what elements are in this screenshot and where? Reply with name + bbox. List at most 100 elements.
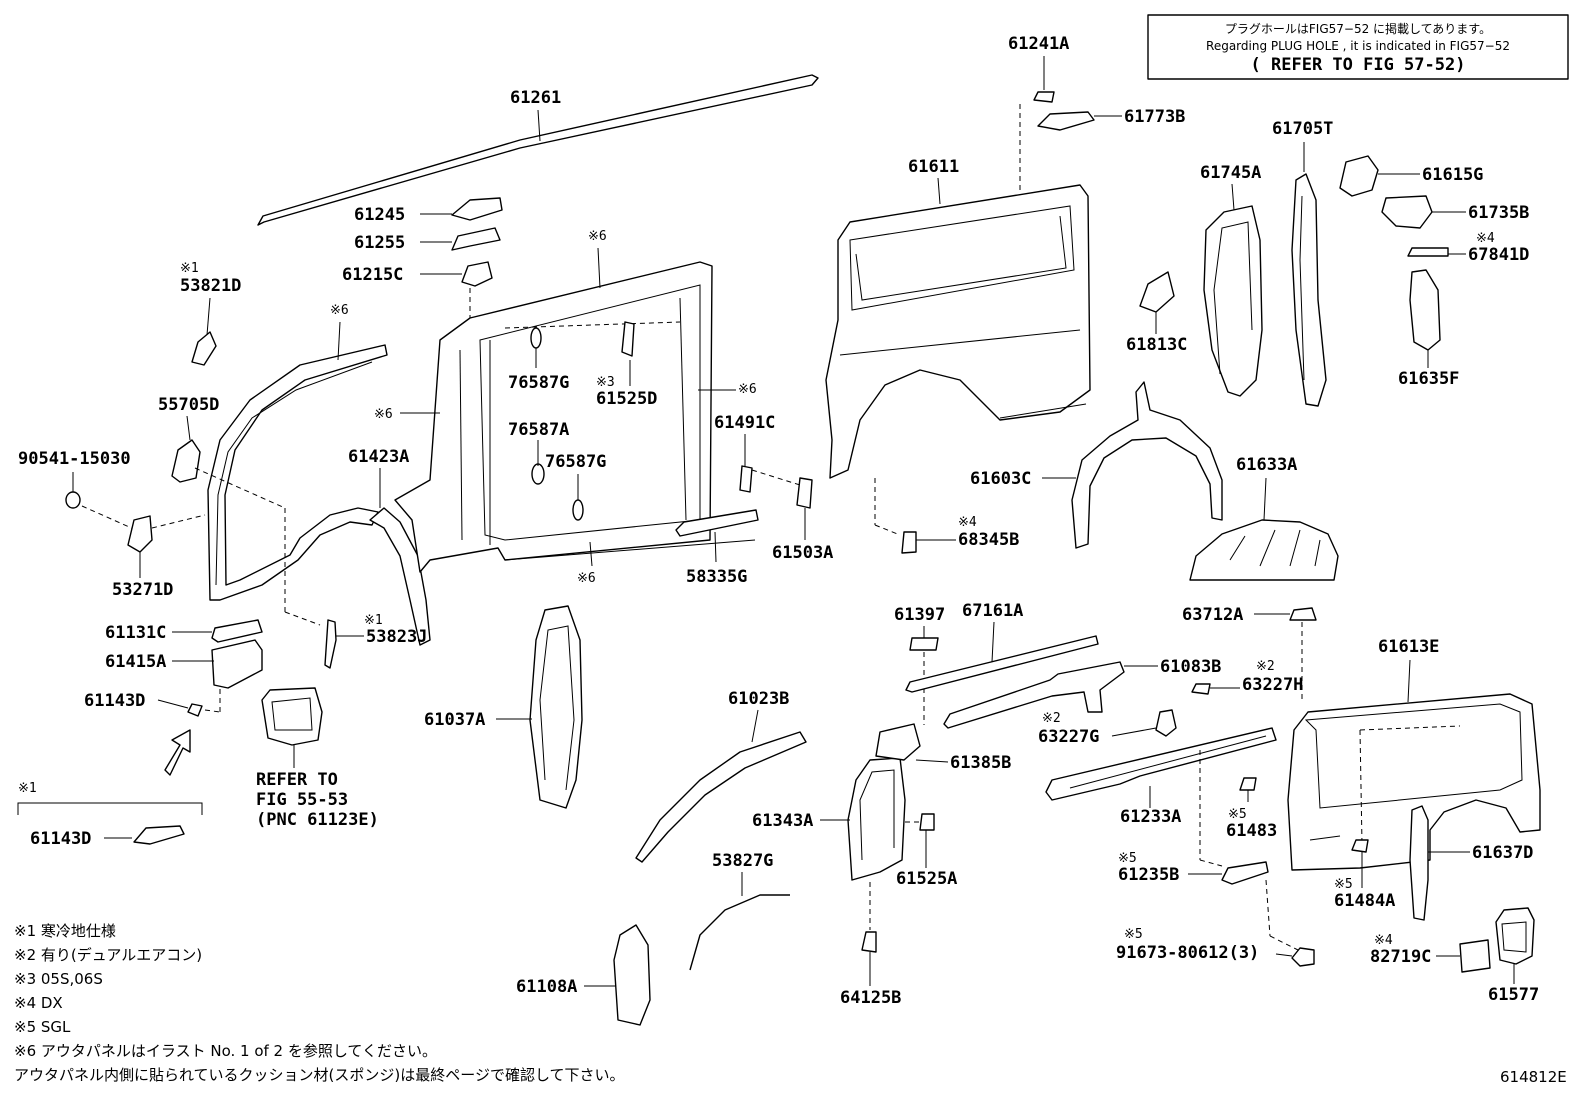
note-5: ※5 SGL xyxy=(14,1018,71,1036)
note-1: ※1 寒冷地仕様 xyxy=(14,922,116,940)
part-53823J-shape xyxy=(324,619,337,669)
part-61745A-shape xyxy=(1203,205,1263,397)
part-61735B-shape xyxy=(1381,195,1433,229)
label-61261: 61261 xyxy=(510,88,561,108)
part-53827G-shape xyxy=(689,894,790,971)
mark-side-bottom: ※6 xyxy=(577,571,596,586)
mark-side-left: ※6 xyxy=(374,407,393,422)
part-61813C-shape xyxy=(1139,271,1175,313)
part-76587A-shape xyxy=(531,463,545,485)
label-53827G: 53827G xyxy=(712,851,773,871)
label-61491C: 61491C xyxy=(714,413,775,433)
door-lock-assembly-shape xyxy=(261,687,323,746)
part-61637D-shape xyxy=(1409,805,1429,921)
mark-91673: ※5 xyxy=(1124,927,1143,942)
label-61037A: 61037A xyxy=(424,710,485,730)
label-61525D: 61525D xyxy=(596,389,657,409)
label-61255: 61255 xyxy=(354,233,405,253)
label-63712A: 63712A xyxy=(1182,605,1243,625)
callout-line2: Regarding PLUG HOLE , it is indicated in… xyxy=(1206,39,1510,53)
part-61235B-shape xyxy=(1221,861,1269,885)
part-61503A-shape xyxy=(796,477,813,509)
label-61745A: 61745A xyxy=(1200,163,1261,183)
part-61023B-shape xyxy=(635,731,807,863)
mark-front-pillar: ※6 xyxy=(330,303,349,318)
refer-line3: (PNC 61123E) xyxy=(256,810,379,830)
mark-side-top: ※6 xyxy=(588,229,607,244)
part-63712A-shape xyxy=(1289,607,1317,621)
label-55705D: 55705D xyxy=(158,395,219,415)
figure-id: 614812E xyxy=(1500,1068,1567,1086)
label-68345B: 68345B xyxy=(958,530,1019,550)
label-61611: 61611 xyxy=(908,157,959,177)
label-61773B: 61773B xyxy=(1124,107,1185,127)
part-61491C-shape xyxy=(739,465,753,493)
note-7: アウタパネル内側に貼られているクッション材(スポンジ)は最終ページで確認して下さ… xyxy=(14,1066,625,1084)
mark-63227H: ※2 xyxy=(1256,659,1275,674)
mark-68345B: ※4 xyxy=(958,515,977,530)
mark-61525D: ※3 xyxy=(596,375,615,390)
refer-line2: FIG 55-53 xyxy=(256,790,348,810)
mark-61483: ※5 xyxy=(1228,807,1247,822)
part-58335G-shape xyxy=(675,509,759,537)
part-61343A-shape xyxy=(847,757,906,881)
front-pillar-inner-shape xyxy=(207,344,388,601)
part-68345B-shape xyxy=(901,531,917,554)
part-91673-bolt-shape xyxy=(1291,947,1315,967)
part-61241A-shape xyxy=(1033,91,1055,103)
label-63227H: 63227H xyxy=(1242,675,1303,695)
part-55705D-shape xyxy=(171,439,201,483)
label-53821D: 53821D xyxy=(180,276,241,296)
label-61613E: 61613E xyxy=(1378,637,1439,657)
label-61503A: 61503A xyxy=(772,543,833,563)
label-76587A: 76587A xyxy=(508,420,569,440)
part-61397-shape xyxy=(909,637,939,651)
label-67841D: 67841D xyxy=(1468,245,1529,265)
mark-67841D: ※4 xyxy=(1476,231,1495,246)
part-53821D-shape xyxy=(191,331,217,366)
part-61143D-b-shape xyxy=(133,825,185,845)
label-58335G: 58335G xyxy=(686,567,747,587)
part-61613E-shape xyxy=(1287,693,1541,871)
label-53823J: 53823J xyxy=(366,627,427,647)
mark-side-right: ※6 xyxy=(738,382,757,397)
part-61423A-shape xyxy=(369,507,431,646)
label-63227G: 63227G xyxy=(1038,727,1099,747)
part-61245-shape xyxy=(451,197,503,221)
label-61615G: 61615G xyxy=(1422,165,1483,185)
part-61773B-shape xyxy=(1037,111,1095,131)
part-61633A-shape xyxy=(1189,519,1339,581)
label-76587G-b: 76587G xyxy=(545,452,606,472)
label-61423A: 61423A xyxy=(348,447,409,467)
part-61131C-shape xyxy=(211,619,263,643)
mark-63227G: ※2 xyxy=(1042,711,1061,726)
label-61633A: 61633A xyxy=(1236,455,1297,475)
label-61813C: 61813C xyxy=(1126,335,1187,355)
label-91673-80612: 91673-80612(3) xyxy=(1116,943,1259,963)
part-67161A-shape xyxy=(905,635,1099,693)
label-61108A: 61108A xyxy=(516,977,577,997)
notes-block: ※1 寒冷地仕様 ※2 有り(デュアルエアコン) ※3 05S,06S ※4 D… xyxy=(14,922,625,1084)
note-3: ※3 05S,06S xyxy=(14,970,103,988)
part-76587G-b-shape xyxy=(572,499,584,521)
callout-line1: プラグホールはFIG57−52 に掲載してあります。 xyxy=(1225,21,1491,36)
label-53271D: 53271D xyxy=(112,580,173,600)
part-61483-shape xyxy=(1239,777,1257,791)
mark-61484A: ※5 xyxy=(1334,877,1353,892)
part-90541-shape xyxy=(65,491,81,509)
label-61483: 61483 xyxy=(1226,821,1277,841)
label-61415A: 61415A xyxy=(105,652,166,672)
label-61735B: 61735B xyxy=(1468,203,1529,223)
label-61245: 61245 xyxy=(354,205,405,225)
part-61143D-a-shape xyxy=(187,703,203,717)
part-61083B-shape xyxy=(943,661,1125,729)
mark-82719C: ※4 xyxy=(1374,933,1393,948)
part-61037A-shape xyxy=(529,605,583,809)
mark-53823J: ※1 xyxy=(364,613,383,628)
part-61525A-shape xyxy=(919,813,935,831)
part-63227H-shape xyxy=(1191,683,1211,695)
part-61635F-shape xyxy=(1409,269,1441,351)
side-panel-frame-shape xyxy=(394,261,713,573)
